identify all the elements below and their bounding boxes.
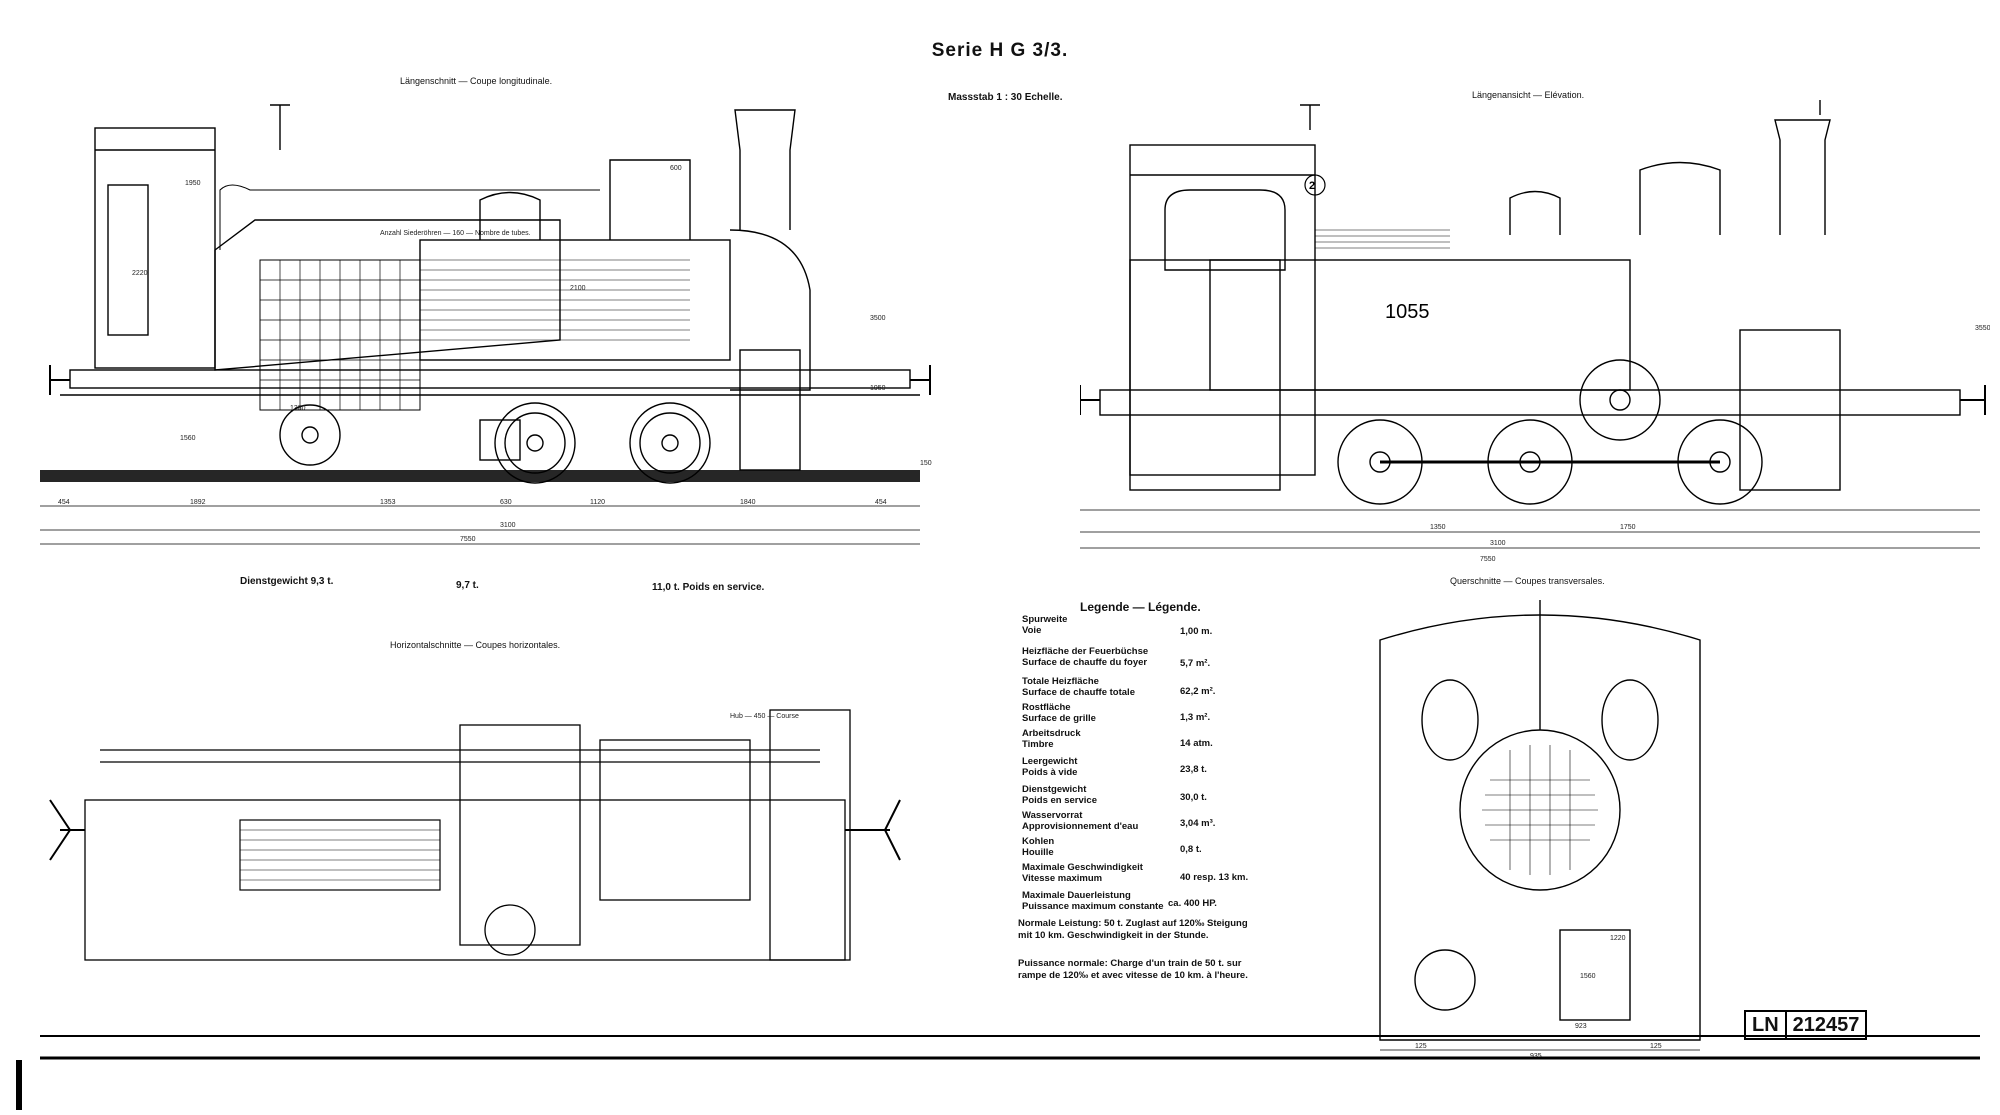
dim-1353: 1353 <box>380 499 396 506</box>
dim-923: 923 <box>1575 1023 1587 1030</box>
caption-long-section: Längenschnitt — Coupe longitudinale. <box>400 76 553 86</box>
scale-label: Massstab 1 : 30 Echelle. <box>948 92 1063 103</box>
dim-3500: 3500 <box>870 315 886 322</box>
legend-value: 1,00 m. <box>1180 626 1213 637</box>
dim-1950-cab: 1950 <box>185 180 201 187</box>
dim-7550-right: 7550 <box>1480 556 1496 563</box>
dim-3100-right: 3100 <box>1490 540 1506 547</box>
dim-454-right: 454 <box>875 499 887 506</box>
caption-cross: Querschnitte — Coupes transversales. <box>1450 576 1605 586</box>
legend-value: ca. 400 HP. <box>1168 898 1217 909</box>
dim-2220: 2220 <box>132 270 148 277</box>
legend-value: 23,8 t. <box>1180 764 1207 775</box>
dim-125-right: 125 <box>1650 1043 1662 1050</box>
stroke-label: Hub — 450 — Course <box>730 713 799 720</box>
dim-1380: 1380 <box>290 405 306 412</box>
tubes-label: Anzahl Siederöhren — 160 — Nombre de tub… <box>380 230 531 237</box>
dim-1892: 1892 <box>190 499 206 506</box>
dim-2100: 2100 <box>570 285 586 292</box>
dim-3550: 3550 <box>1975 325 1990 332</box>
cab-number: 2 <box>1309 180 1315 192</box>
dim-600: 600 <box>670 165 682 172</box>
legend-value: 0,8 t. <box>1180 844 1202 855</box>
legend-value: 62,2 m². <box>1180 686 1216 697</box>
dim-1840: 1840 <box>740 499 756 506</box>
sheet-title: Serie H G 3/3. <box>931 40 1069 61</box>
dim-1560: 1560 <box>180 435 196 442</box>
cross-section-drawing: 125 935 125 923 1560 1220 <box>1379 600 1701 1060</box>
dim-1750: 1750 <box>1620 524 1636 531</box>
stamp-prefix: LN <box>1752 1014 1779 1036</box>
weight-axle-1: Dienstgewicht 9,3 t. <box>240 576 334 587</box>
caption-horizontal: Horizontalschnitte — Coupes horizontales… <box>390 640 561 650</box>
dim-3100-left: 3100 <box>500 522 516 529</box>
legend-value: 40 resp. 13 km. <box>1180 872 1249 883</box>
caption-elevation: Längenansicht — Elévation. <box>1472 90 1585 100</box>
legend-value: 3,04 m³. <box>1180 818 1216 829</box>
elevation-drawing: 2 1055 1350 1750 3100 7550 3550 <box>1080 100 1990 563</box>
longitudinal-section-drawing: Anzahl Siederöhren — 160 — Nombre de tub… <box>40 104 932 545</box>
weight-axle-3: 11,0 t. Poids en service. <box>652 582 765 593</box>
stamp-number: 212457 <box>1784 1012 1866 1038</box>
dim-1350: 1350 <box>1430 524 1446 531</box>
dim-150: 150 <box>920 460 932 467</box>
legend-value: 1,3 m². <box>1180 712 1211 723</box>
horizontal-section-drawing: Hub — 450 — Course <box>49 709 901 961</box>
dim-630: 630 <box>500 499 512 506</box>
dim-1950-side: 1950 <box>870 385 886 392</box>
dim-1220: 1220 <box>1610 935 1626 942</box>
sheet-border <box>16 1035 1980 1110</box>
dim-454-left: 454 <box>58 499 70 506</box>
loco-number: 1055 <box>1385 301 1430 323</box>
dim-1560-cross: 1560 <box>1580 973 1596 980</box>
dim-1120: 1120 <box>590 499 605 506</box>
weight-axle-2: 9,7 t. <box>456 580 479 591</box>
legend-normal-fr: Puissance normale: Charge d'un train de … <box>1018 958 1248 981</box>
dim-125-left: 125 <box>1415 1043 1427 1050</box>
dim-7550-left: 7550 <box>460 536 476 543</box>
legend-value: 30,0 t. <box>1180 792 1207 803</box>
legend-value: 5,7 m². <box>1180 658 1211 669</box>
archive-stamp: LN 212457 <box>1744 1010 1868 1040</box>
legend-normal-de: Normale Leistung: 50 t. Zuglast auf 120‰… <box>1018 918 1248 941</box>
legend-value: 14 atm. <box>1180 738 1213 749</box>
legend-title: Legende — Légende. <box>1080 600 1201 614</box>
